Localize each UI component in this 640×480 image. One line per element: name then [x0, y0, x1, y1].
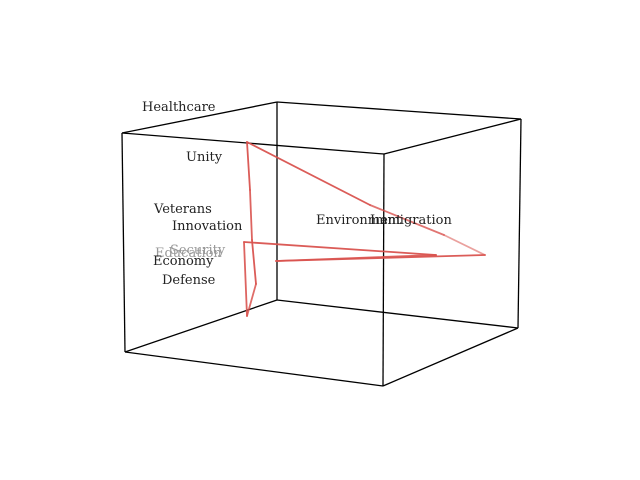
word-label-innovation: Innovation [172, 219, 243, 234]
trace-segment [369, 204, 445, 236]
word-labels: HealthcareUnityVeteransInnovationEducati… [142, 100, 452, 288]
box-edge [276, 101, 522, 120]
word-label-education: Education [155, 246, 222, 261]
word-label-economy: Economy [153, 254, 214, 269]
trace-segment [246, 141, 251, 191]
box-edge [124, 299, 278, 353]
box-edge [124, 351, 384, 387]
word-label-security: Security [170, 243, 226, 258]
word-label-unity: Unity [186, 150, 223, 165]
trace-segment [246, 283, 257, 317]
trace-segment [251, 239, 257, 285]
trace-segment [243, 241, 437, 256]
word-label-immigration: Immigration [370, 213, 452, 228]
trace-segment [443, 234, 486, 256]
box-edge [276, 299, 519, 329]
word-label-healthcare: Healthcare [142, 100, 216, 115]
box-edge [382, 327, 519, 387]
box-edge [382, 153, 385, 387]
trace-segment [246, 141, 371, 206]
box-edge [383, 118, 522, 155]
word-label-veterans: Veterans [153, 202, 212, 217]
box-edge [121, 132, 385, 155]
trace-segment [243, 241, 248, 317]
word-trace-line [243, 141, 486, 317]
word-label-environment: Environment [316, 213, 402, 228]
box-edge [121, 101, 278, 134]
word-label-defense: Defense [162, 273, 216, 288]
trace-segment [275, 254, 486, 262]
box-edge [517, 118, 522, 329]
box-edge [121, 132, 126, 353]
trace-segment [249, 189, 253, 241]
box-frame [121, 101, 522, 387]
